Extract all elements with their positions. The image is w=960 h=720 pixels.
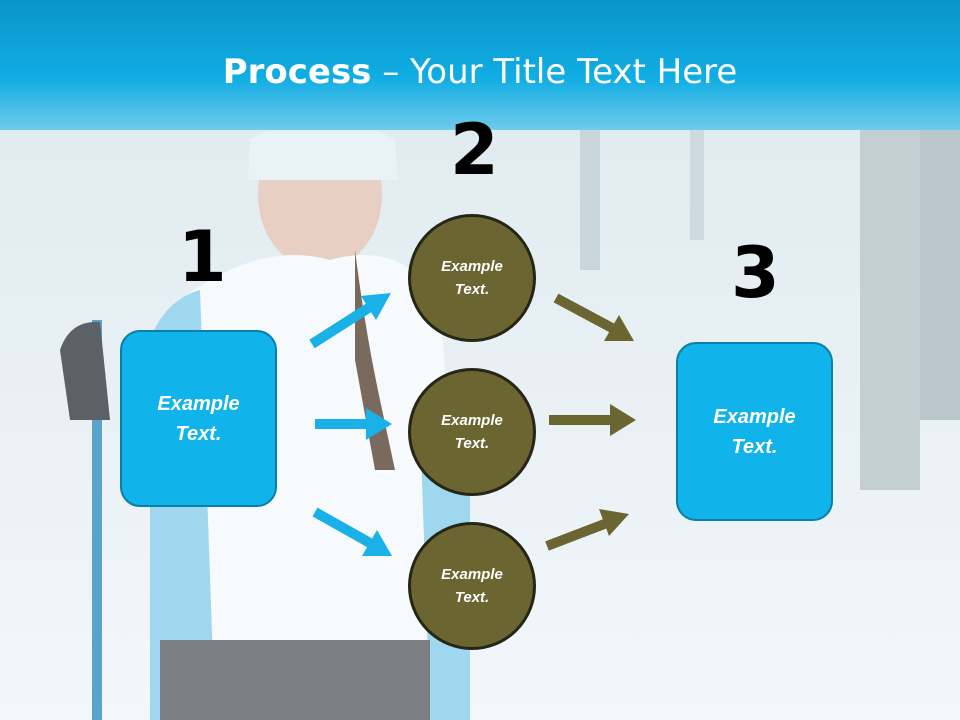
arrow-from-middle <box>549 404 636 436</box>
arrow-from-bottom <box>545 509 629 551</box>
right-box-line2: Text. <box>731 435 778 458</box>
title-rest: – Your Title Text Here <box>371 52 738 92</box>
circle-top-line1: Example <box>441 258 503 275</box>
olive-arrows <box>545 293 636 551</box>
left-box-line2: Text. <box>175 422 222 445</box>
arrow-to-top <box>309 293 391 349</box>
slide-title: Process – Your Title Text Here <box>0 52 960 92</box>
circle-top-line2: Text. <box>454 281 490 298</box>
arrow-from-top <box>553 293 634 341</box>
arrow-to-bottom <box>312 507 392 556</box>
step-number-3: 3 <box>731 232 780 314</box>
circle-middle-line1: Example <box>441 412 503 429</box>
blue-arrows <box>309 293 392 556</box>
circle-bottom-line2: Text. <box>454 589 490 606</box>
circle-middle-line2: Text. <box>454 435 490 452</box>
arrow-to-middle <box>315 408 392 440</box>
title-bold: Process <box>222 52 372 92</box>
circle-bottom-line1: Example <box>441 566 503 583</box>
left-box-line1: Example <box>157 392 240 415</box>
title-band <box>0 0 960 130</box>
step-number-2: 2 <box>450 109 499 191</box>
step-number-1: 1 <box>178 216 227 298</box>
right-box-line1: Example <box>713 405 796 428</box>
